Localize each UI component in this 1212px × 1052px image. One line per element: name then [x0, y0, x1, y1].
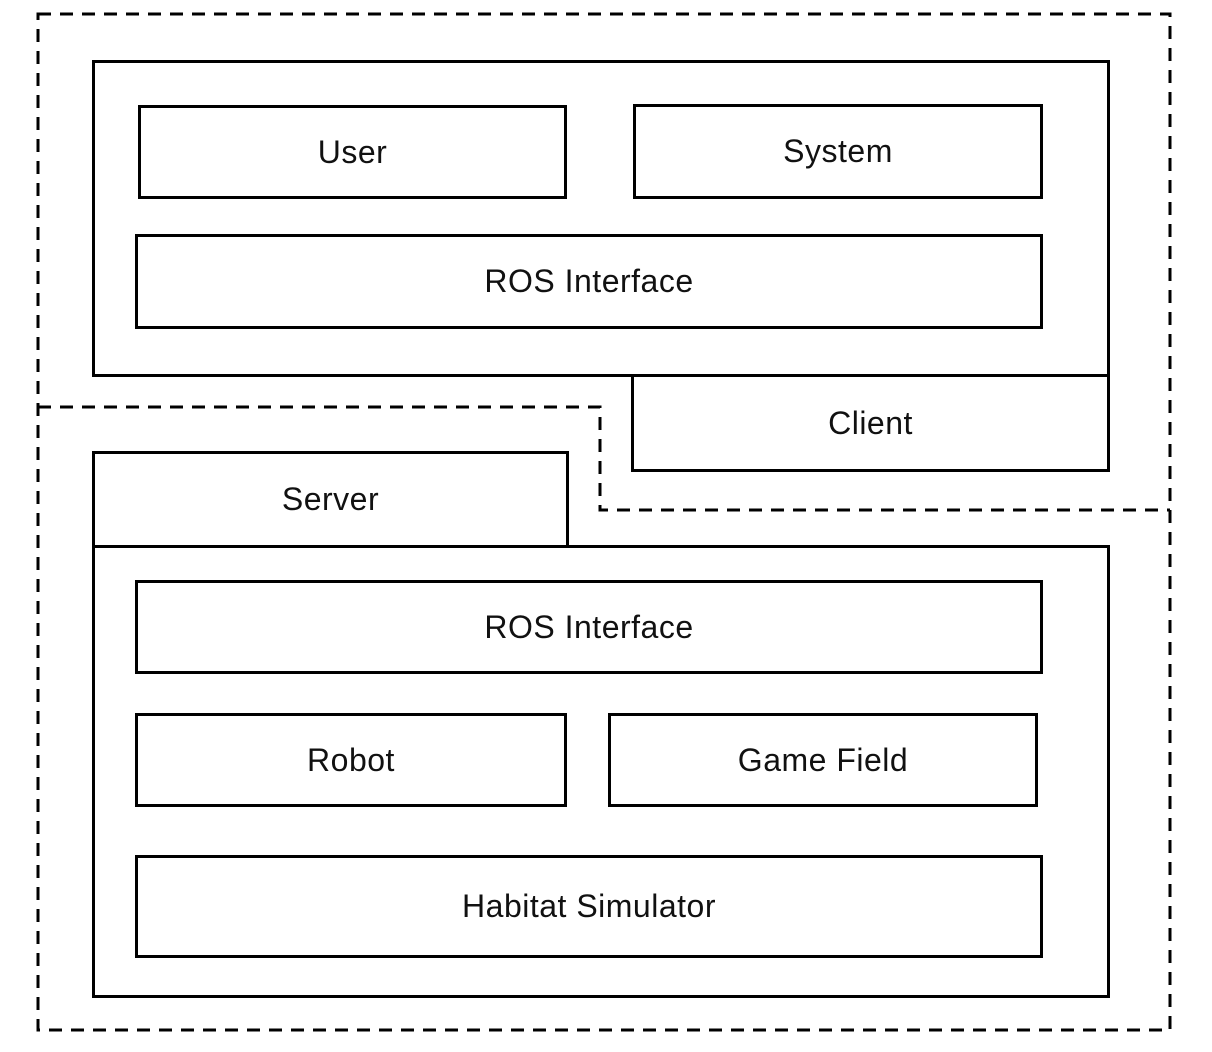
- node-server-label: Server: [281, 481, 380, 517]
- node-client: Client: [631, 374, 1110, 472]
- node-habitat-simulator: Habitat Simulator: [135, 855, 1043, 958]
- node-robot-label: Robot: [307, 741, 395, 778]
- client-server-divider-dashed: [38, 405, 1170, 512]
- outer-dashed-border: [36, 12, 1172, 1032]
- node-game-field-label: Game Field: [737, 741, 909, 778]
- node-user: User: [138, 105, 567, 199]
- node-ros-interface-client-label: ROS Interface: [484, 263, 694, 299]
- node-system: System: [633, 104, 1043, 199]
- node-user-label: User: [317, 133, 388, 170]
- node-ros-interface-server-label: ROS Interface: [484, 608, 694, 645]
- node-robot: Robot: [135, 713, 567, 807]
- node-game-field: Game Field: [608, 713, 1038, 807]
- node-server: Server: [92, 451, 569, 548]
- node-habitat-simulator-label: Habitat Simulator: [462, 888, 716, 924]
- node-client-label: Client: [828, 404, 913, 441]
- node-system-label: System: [783, 133, 893, 169]
- node-ros-interface-server: ROS Interface: [135, 580, 1043, 674]
- node-ros-interface-client: ROS Interface: [135, 234, 1043, 329]
